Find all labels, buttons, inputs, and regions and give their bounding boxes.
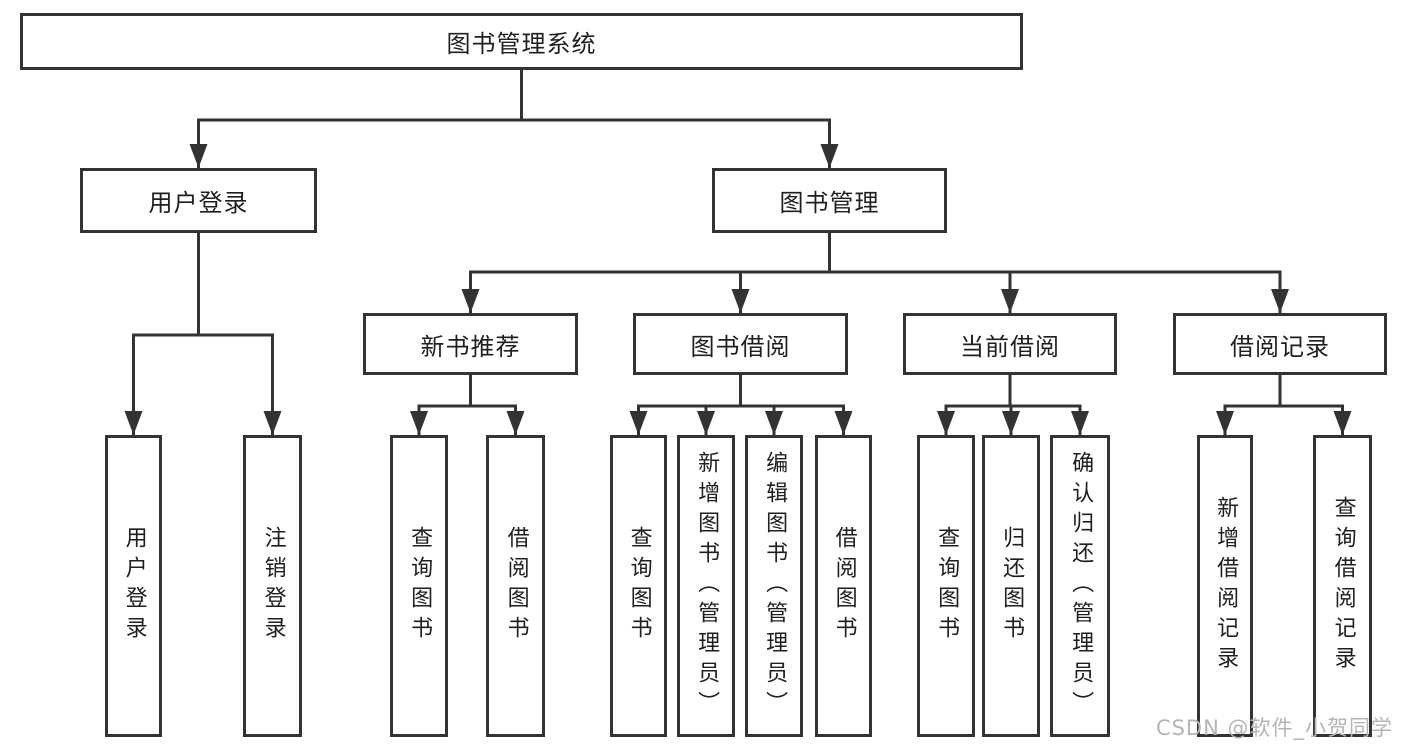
connector-bookmgmt-bracket: [469, 270, 1282, 313]
connector-userlogin-bracket: [132, 333, 274, 435]
leaf-user-login: 用户登录: [105, 435, 162, 737]
leaf-query-books-current: 查询图书: [917, 435, 975, 737]
arrowhead: [820, 144, 839, 168]
node-new-book-recommend-label: 新书推荐: [420, 332, 521, 361]
arrowhead: [1001, 289, 1019, 313]
arrowhead: [461, 289, 480, 313]
leaf-borrow-books-recommend: 借阅图书: [486, 435, 545, 737]
arrowhead: [697, 411, 715, 435]
arrowhead: [263, 411, 282, 435]
leaf-add-borrow-record-label: 新增借阅记录: [1213, 496, 1239, 676]
connector-borrow-bracket: [637, 404, 845, 435]
arrowhead: [189, 144, 208, 168]
connector-records-bracket: [1223, 404, 1344, 435]
arrowhead: [124, 411, 143, 435]
node-book-borrow-label: 图书借阅: [690, 332, 791, 361]
leaf-add-book-admin-label: 新增图书（管理员）: [694, 451, 720, 721]
node-book-management: 图书管理: [712, 168, 947, 233]
leaf-confirm-return-admin: 确认归还（管理员）: [1050, 435, 1110, 737]
connector-root-bracket: [197, 118, 831, 168]
leaf-query-borrow-record-label: 查询借阅记录: [1330, 496, 1356, 676]
arrowhead: [1002, 411, 1020, 435]
arrowhead: [937, 411, 955, 435]
leaf-query-books-current-label: 查询图书: [934, 526, 960, 646]
leaf-add-book-admin: 新增图书（管理员）: [677, 435, 735, 737]
leaf-add-borrow-record: 新增借阅记录: [1197, 435, 1253, 737]
leaf-return-books-label: 归还图书: [999, 526, 1025, 646]
leaf-borrow-books-borrow-label: 借阅图书: [831, 526, 857, 646]
node-root-system-label: 图书管理系统: [446, 30, 597, 58]
leaf-user-login-label: 用户登录: [121, 526, 147, 646]
leaf-query-books-borrow-label: 查询图书: [626, 526, 652, 646]
node-user-login: 用户登录: [80, 168, 317, 233]
arrowhead: [1216, 411, 1234, 435]
leaf-logout: 注销登录: [243, 435, 302, 737]
arrowhead: [1271, 289, 1289, 313]
arrowhead: [1333, 411, 1352, 435]
leaf-edit-book-admin: 编辑图书（管理员）: [745, 435, 803, 737]
leaf-borrow-books-recommend-label: 借阅图书: [503, 526, 529, 646]
leaf-query-books-recommend: 查询图书: [390, 435, 448, 737]
node-user-login-label: 用户登录: [148, 189, 249, 217]
leaf-edit-book-admin-label: 编辑图书（管理员）: [762, 451, 788, 721]
leaf-query-books-recommend-label: 查询图书: [407, 526, 433, 646]
connector-newbook-bracket: [417, 404, 517, 435]
arrowhead: [1071, 411, 1089, 435]
leaf-logout-label: 注销登录: [260, 526, 286, 646]
node-current-borrow: 当前借阅: [903, 313, 1117, 375]
node-new-book-recommend: 新书推荐: [363, 313, 578, 375]
arrowhead: [506, 411, 525, 435]
node-current-borrow-label: 当前借阅: [960, 332, 1060, 361]
leaf-return-books: 归还图书: [982, 435, 1040, 737]
arrowhead: [731, 289, 750, 313]
arrowhead: [765, 411, 783, 435]
node-book-management-label: 图书管理: [779, 189, 880, 217]
leaf-borrow-books-borrow: 借阅图书: [815, 435, 872, 737]
leaf-query-books-borrow: 查询图书: [610, 435, 667, 737]
leaf-confirm-return-admin-label: 确认归还（管理员）: [1068, 451, 1094, 721]
node-borrow-records-label: 借阅记录: [1230, 332, 1330, 361]
node-book-borrow: 图书借阅: [633, 313, 848, 375]
arrowhead: [410, 411, 428, 435]
leaf-query-borrow-record: 查询借阅记录: [1313, 435, 1372, 737]
arrowheads: [124, 144, 1352, 435]
node-root-system: 图书管理系统: [20, 13, 1023, 70]
arrowhead: [834, 411, 853, 435]
node-borrow-records: 借阅记录: [1173, 313, 1387, 375]
watermark: CSDN @软件_小贺同学: [1155, 716, 1393, 740]
arrowhead: [629, 411, 648, 435]
